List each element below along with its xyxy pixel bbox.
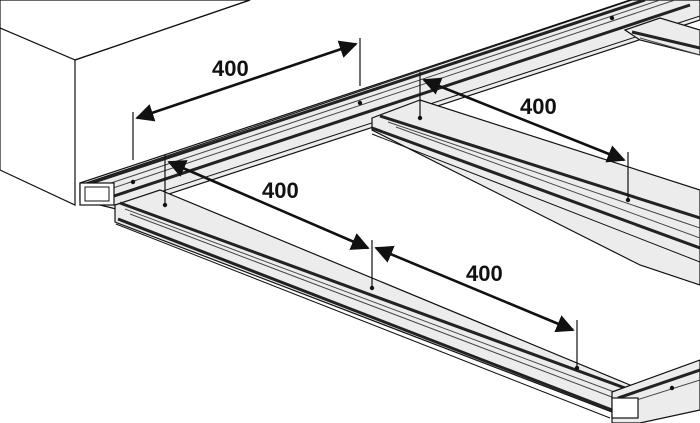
- right-frame-upper: [623, 17, 700, 56]
- front-rail: [114, 189, 631, 419]
- dimension-label-front-left: 400: [262, 178, 299, 203]
- foundation-block: [0, 0, 251, 206]
- dimension-arrows: [135, 40, 626, 333]
- dimension-arrow-inner: [422, 77, 626, 163]
- dimension-label-front-right: 400: [466, 261, 503, 286]
- dimension-arrow-front-right: [374, 245, 575, 333]
- extension-lines: [132, 38, 629, 368]
- dimension-arrow-front-left: [167, 160, 370, 250]
- right-frame-lower: [611, 359, 700, 423]
- inner-joist: [371, 99, 700, 286]
- dimension-label-inner: 400: [520, 94, 557, 119]
- dimension-arrow-top: [135, 40, 358, 122]
- dimension-label-top: 400: [212, 56, 249, 81]
